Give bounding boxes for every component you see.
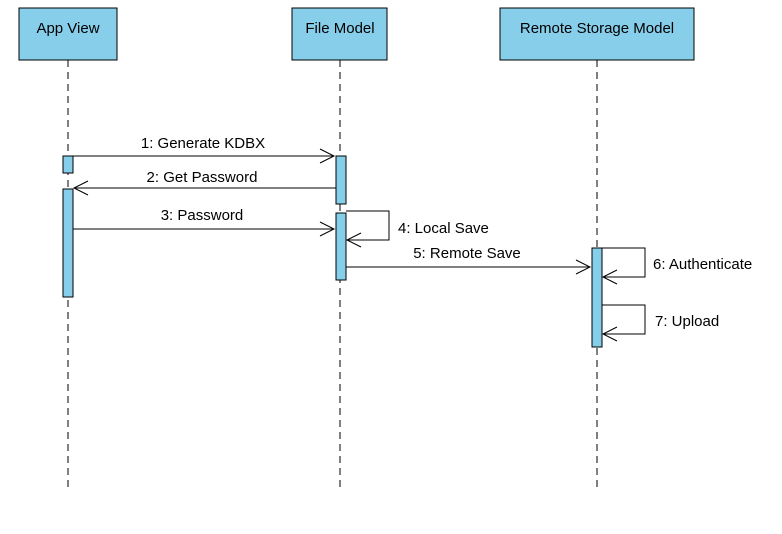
lifeline-remote-storage-model: Remote Storage Model bbox=[499, 7, 695, 492]
message-5: 5: Remote Save bbox=[346, 245, 592, 275]
lifeline-label-file-model: File Model bbox=[305, 20, 374, 37]
lifeline-label-remote-storage-model: Remote Storage Model bbox=[520, 20, 674, 37]
message-label-4: 4: Local Save bbox=[398, 220, 489, 237]
message-7: 7: Upload bbox=[601, 304, 719, 342]
arrowhead-6 bbox=[601, 269, 618, 285]
lifeline-head-app-view[interactable] bbox=[18, 7, 118, 61]
arrowhead-4 bbox=[345, 232, 362, 248]
lifeline-app-view: App View bbox=[18, 7, 118, 492]
message-arrow-4 bbox=[346, 210, 390, 241]
message-label-5: 5: Remote Save bbox=[413, 245, 521, 262]
activation-bar-app-view-1 bbox=[62, 155, 74, 174]
lifeline-label-app-view: App View bbox=[36, 20, 99, 37]
message-arrow-7 bbox=[602, 304, 646, 335]
activation-bar-remote-storage-model bbox=[591, 247, 603, 348]
message-3: 3: Password bbox=[73, 207, 336, 237]
message-label-6: 6: Authenticate bbox=[653, 256, 752, 273]
lifeline-head-remote-storage-model[interactable] bbox=[499, 7, 695, 61]
message-label-3: 3: Password bbox=[161, 207, 244, 224]
arrowhead-5 bbox=[575, 259, 592, 275]
activation-bar-file-model-1 bbox=[335, 155, 347, 205]
message-label-2: 2: Get Password bbox=[147, 169, 258, 186]
activation-bar-app-view-2 bbox=[62, 188, 74, 298]
message-1: 1: Generate KDBX bbox=[73, 135, 336, 164]
message-2: 2: Get Password bbox=[72, 169, 336, 196]
message-label-7: 7: Upload bbox=[655, 313, 719, 330]
message-6: 6: Authenticate bbox=[601, 247, 752, 285]
activation-bar-file-model-2 bbox=[335, 212, 347, 281]
message-4: 4: Local Save bbox=[345, 210, 489, 248]
message-arrow-6 bbox=[602, 247, 646, 278]
arrowhead-3 bbox=[319, 221, 336, 237]
message-label-1: 1: Generate KDBX bbox=[141, 135, 265, 152]
arrowhead-1 bbox=[319, 148, 336, 164]
arrowhead-2 bbox=[72, 180, 89, 196]
arrowhead-7 bbox=[601, 326, 618, 342]
